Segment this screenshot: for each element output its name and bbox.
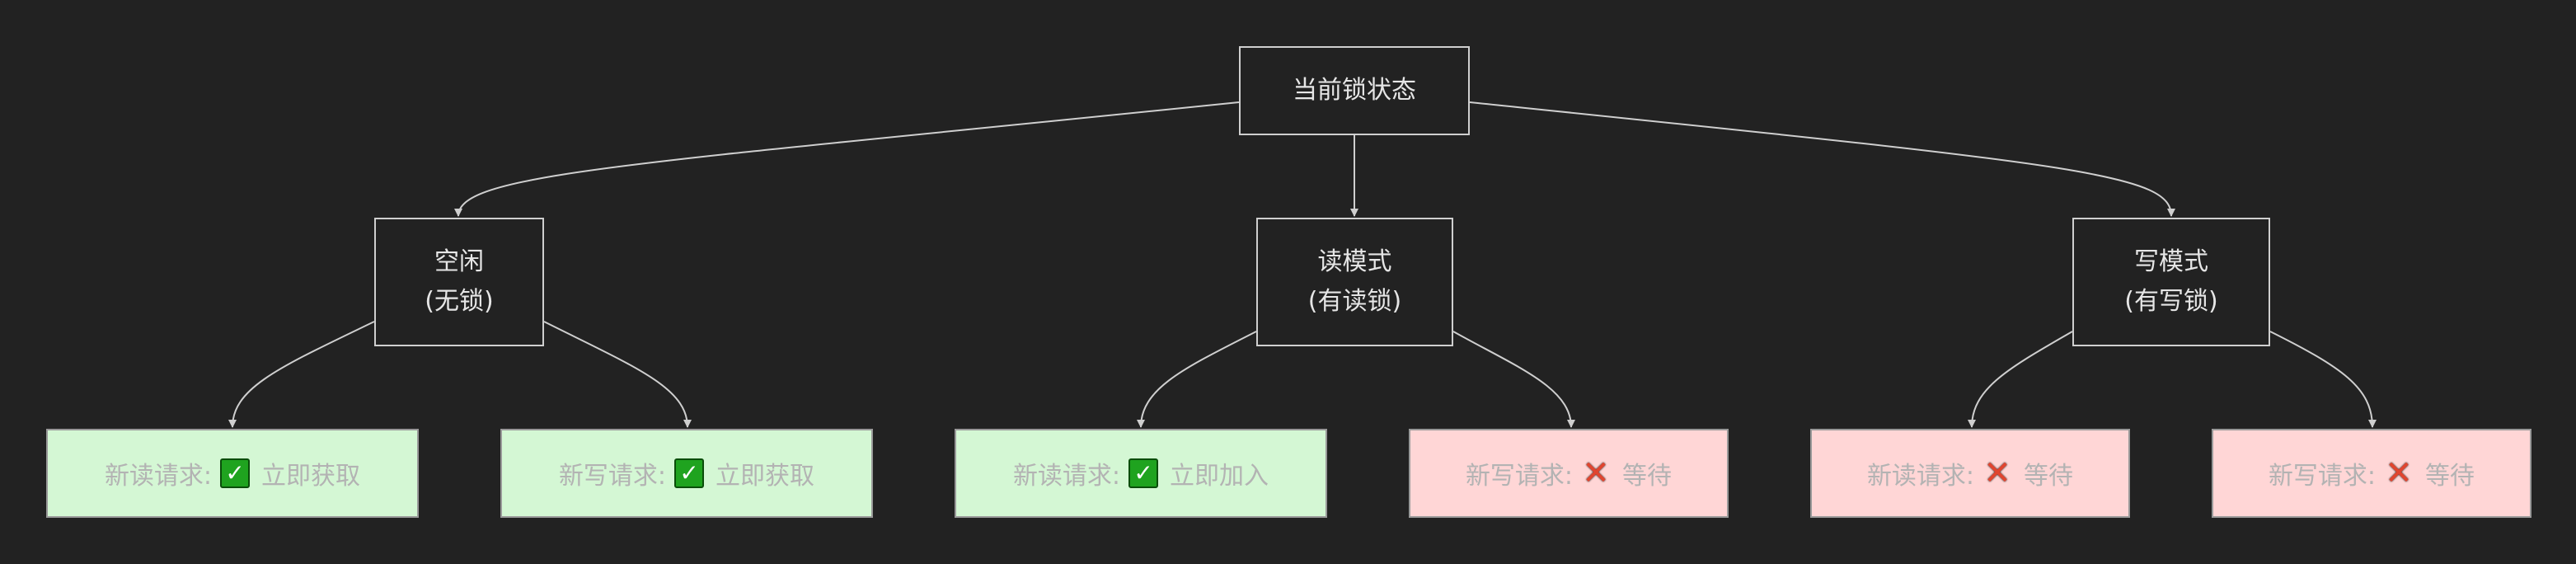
state-title: 读模式 — [1317, 247, 1392, 276]
outcome-idle-read: 新读请求: ✓ 立即获取 — [46, 429, 419, 518]
outcome-result: 立即获取 — [261, 462, 361, 491]
root-node: 当前锁状态 — [1239, 46, 1470, 135]
outcome-result: 等待 — [2425, 462, 2475, 491]
cross-icon: ✕ — [1582, 454, 1610, 492]
state-node-write-mode: 写模式 (有写锁) — [2072, 218, 2270, 346]
edge-read-to-read-request — [1137, 331, 1257, 428]
outcome-prefix: 新读请求: — [1866, 462, 1975, 491]
edge-idle-to-read-request — [228, 321, 375, 428]
edge-root-to-idle — [454, 101, 1240, 217]
outcome-write-read: 新读请求: ✕ 等待 — [1810, 429, 2130, 518]
outcome-prefix: 新写请求: — [1465, 462, 1574, 491]
state-subtitle: (无锁) — [425, 287, 494, 316]
check-icon: ✓ — [674, 458, 705, 488]
cross-icon: ✕ — [1983, 454, 2011, 492]
root-label: 当前锁状态 — [1293, 76, 1416, 105]
outcome-prefix: 新读请求: — [1012, 462, 1121, 491]
cross-icon: ✕ — [2385, 454, 2413, 492]
edge-read-to-write-request — [1452, 331, 1575, 428]
outcome-result: 等待 — [2024, 462, 2074, 491]
check-icon: ✓ — [220, 458, 251, 488]
state-title: 写模式 — [2134, 247, 2208, 276]
outcome-idle-write: 新写请求: ✓ 立即获取 — [500, 429, 873, 518]
outcome-read-write: 新写请求: ✕ 等待 — [1409, 429, 1729, 518]
outcome-prefix: 新写请求: — [558, 462, 667, 491]
state-subtitle: (有读锁) — [1307, 287, 1402, 316]
edge-idle-to-write-request — [543, 321, 692, 428]
outcome-result: 立即获取 — [716, 462, 815, 491]
outcome-result: 立即加入 — [1170, 462, 1269, 491]
outcome-read-read: 新读请求: ✓ 立即加入 — [955, 429, 1327, 518]
state-node-read-mode: 读模式 (有读锁) — [1256, 218, 1453, 346]
state-subtitle: (有写锁) — [2124, 287, 2218, 316]
outcome-write-write: 新写请求: ✕ 等待 — [2212, 429, 2531, 518]
state-title: 空闲 — [434, 247, 484, 276]
edge-write-to-read-request — [1968, 331, 2073, 428]
outcome-prefix: 新读请求: — [104, 462, 213, 491]
outcome-result: 等待 — [1622, 462, 1673, 491]
edge-root-to-write — [1469, 101, 2175, 217]
state-node-idle: 空闲 (无锁) — [374, 218, 544, 346]
check-icon: ✓ — [1128, 458, 1159, 488]
edge-write-to-write-request — [2269, 331, 2377, 428]
outcome-prefix: 新写请求: — [2268, 462, 2377, 491]
